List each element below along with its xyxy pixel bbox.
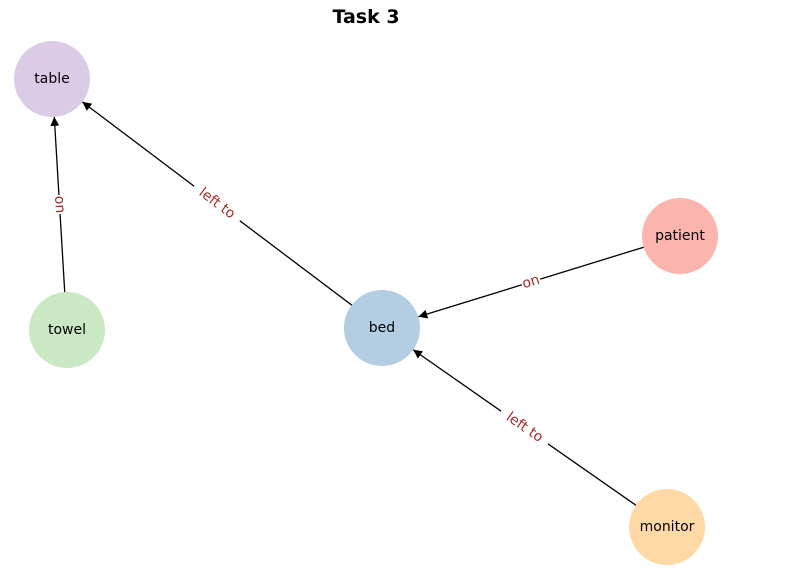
node-circle bbox=[14, 41, 90, 117]
edge-monitor-bed: left to bbox=[412, 349, 668, 528]
edge-label: left to bbox=[503, 409, 546, 446]
edge-label-background bbox=[496, 404, 553, 451]
node-monitor[interactable]: monitor bbox=[629, 489, 705, 565]
node-label: bed bbox=[369, 320, 395, 336]
diagram-title: Task 3 bbox=[332, 6, 399, 28]
edge-label: on bbox=[51, 195, 68, 213]
node-circle bbox=[642, 198, 718, 274]
edge-label-background bbox=[50, 194, 69, 215]
edge-label-background bbox=[189, 179, 245, 228]
node-circle bbox=[344, 290, 420, 366]
node-circle bbox=[29, 292, 105, 368]
node-label: patient bbox=[655, 228, 705, 244]
node-bed[interactable]: bed bbox=[344, 290, 420, 366]
edge-line bbox=[418, 235, 681, 319]
edge-label: left to bbox=[196, 185, 239, 223]
edge-label-background bbox=[519, 271, 543, 293]
edge-bed-table: left to bbox=[81, 101, 383, 329]
node-label: towel bbox=[48, 322, 86, 338]
edge-label: on bbox=[520, 272, 541, 292]
node-circle bbox=[629, 489, 705, 565]
node-towel[interactable]: towel bbox=[29, 292, 105, 368]
edge-towel-table: on bbox=[50, 116, 69, 331]
nodes-layer: table towel bed patient monitor bbox=[14, 41, 718, 565]
node-table[interactable]: table bbox=[14, 41, 90, 117]
node-patient[interactable]: patient bbox=[642, 198, 718, 274]
node-label: table bbox=[34, 71, 69, 87]
node-label: monitor bbox=[640, 519, 695, 535]
edge-patient-bed: on bbox=[418, 235, 681, 319]
